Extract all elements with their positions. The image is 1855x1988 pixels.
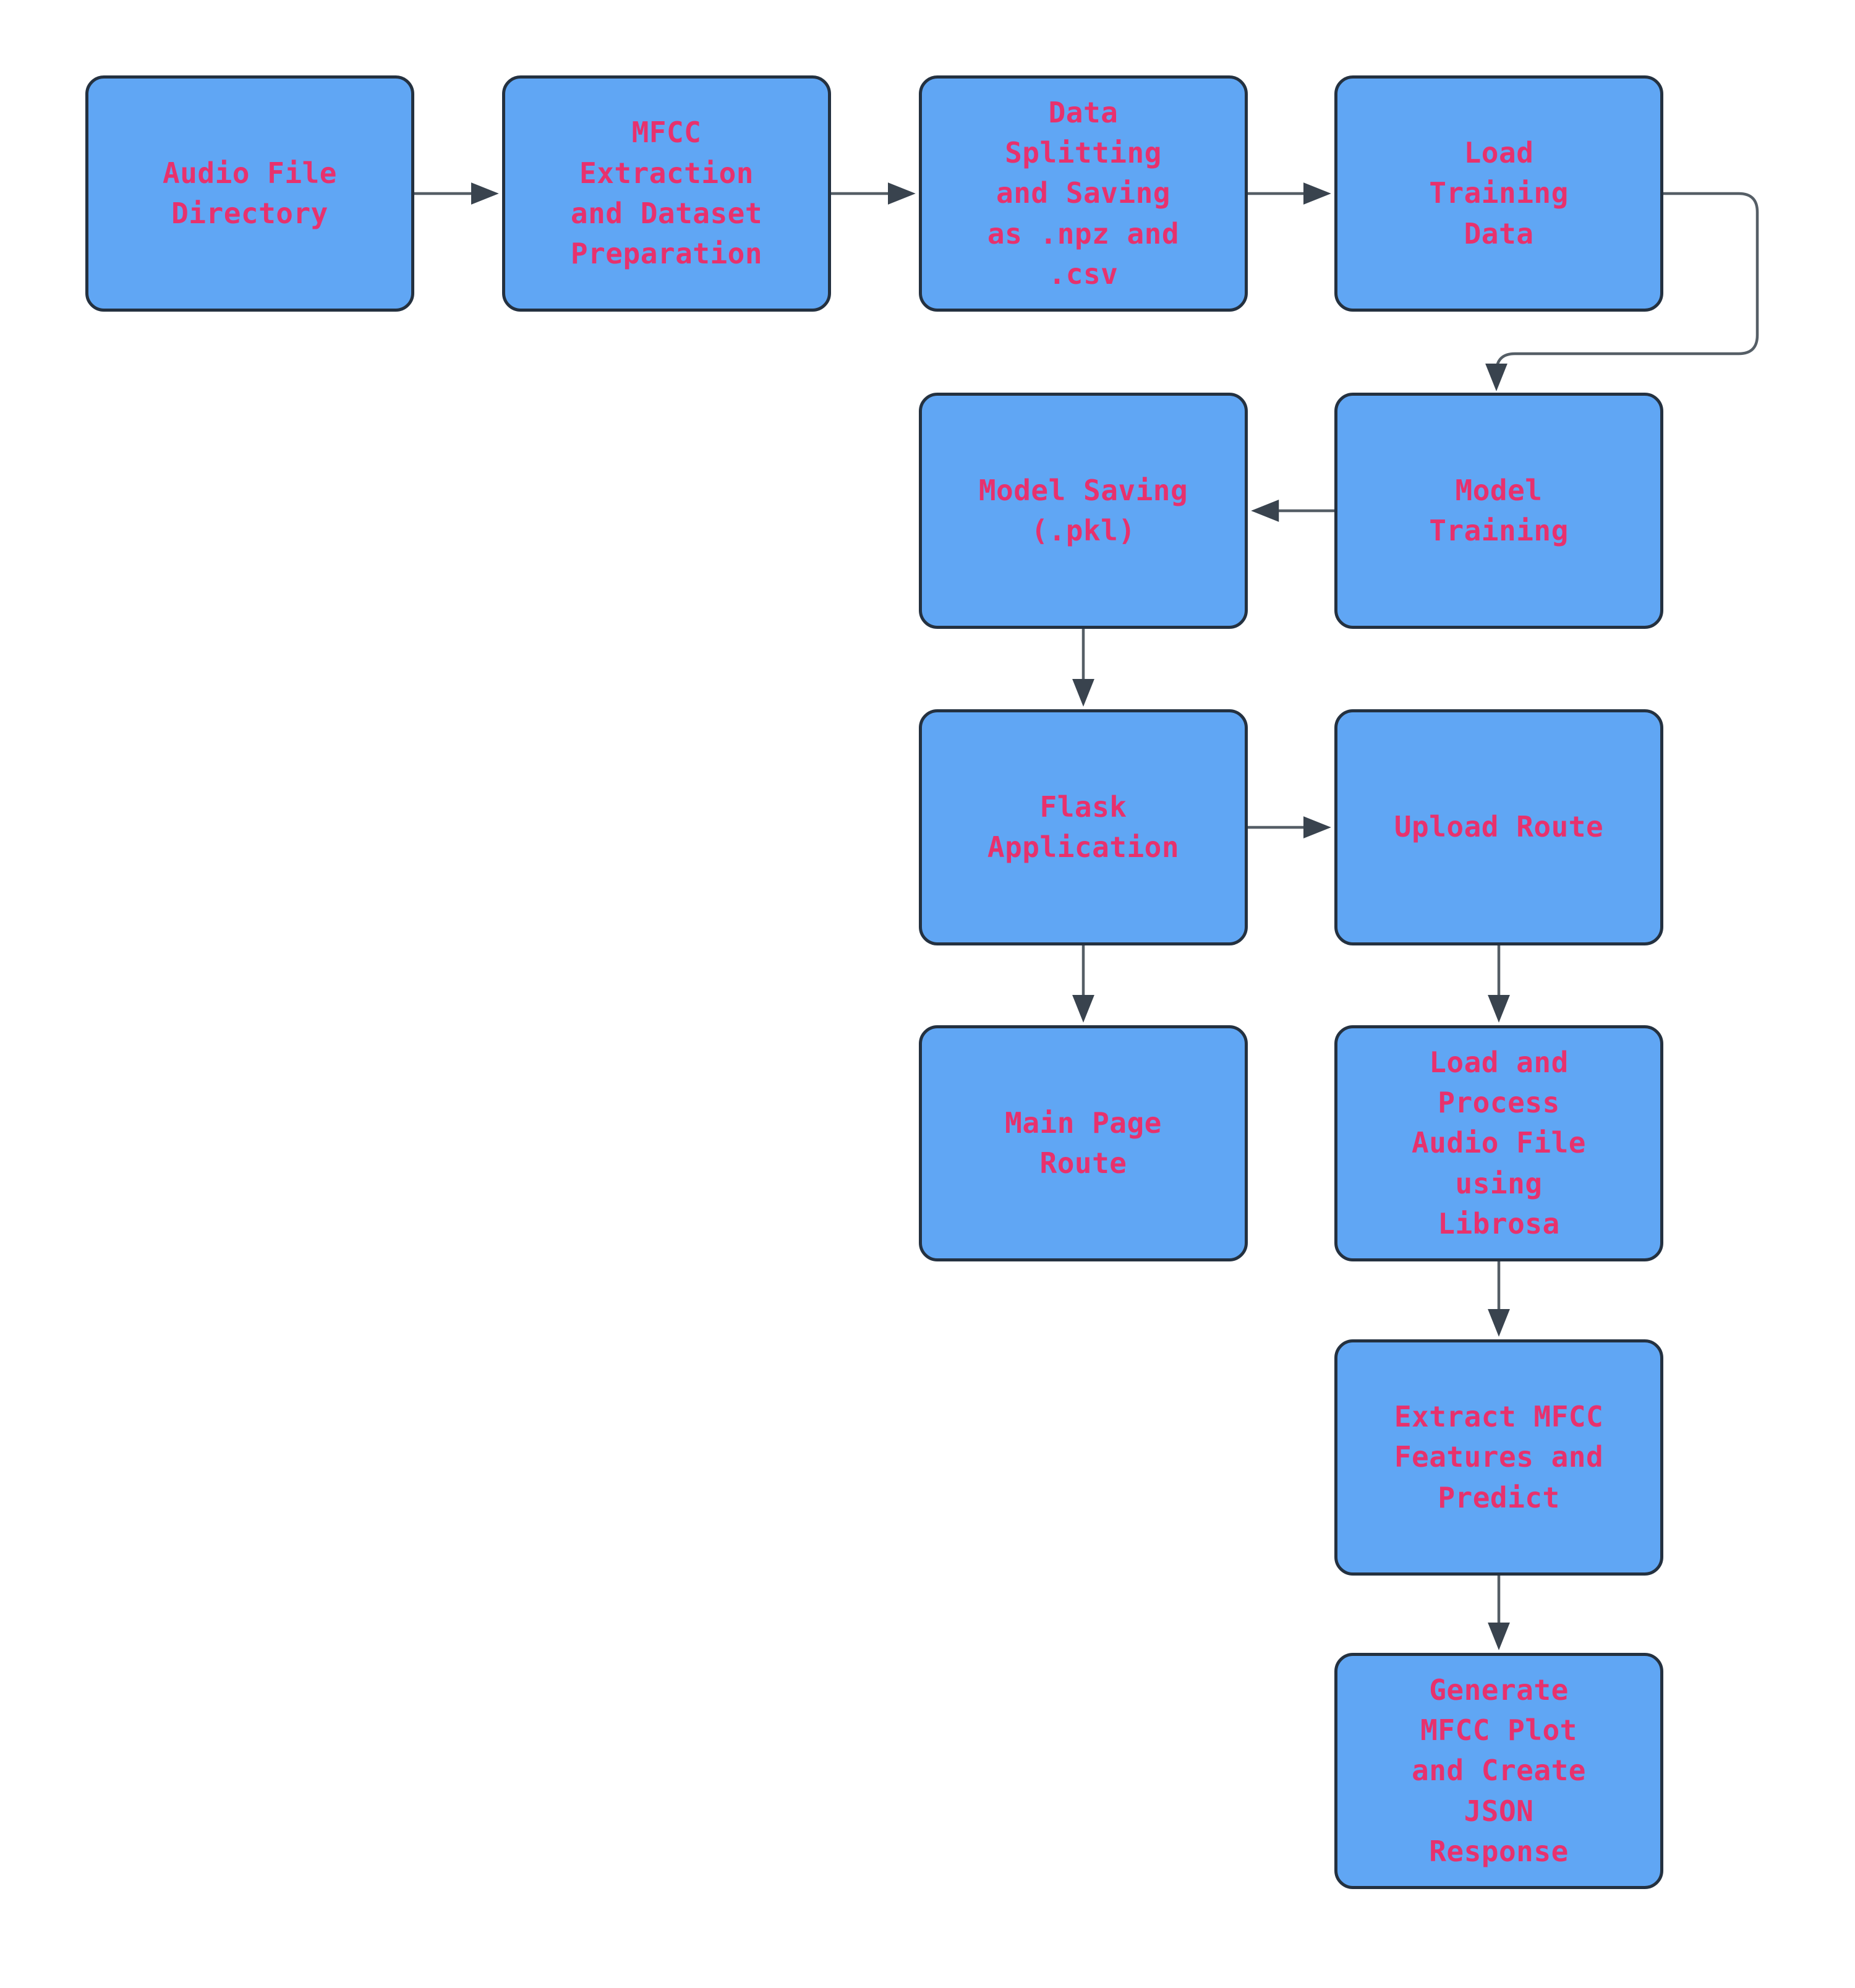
node-label: Generate MFCC Plot and Create JSON Respo… [1412,1673,1586,1868]
node-mfcc-extraction: MFCC Extraction and Dataset Preparation [502,75,831,312]
node-upload-route: Upload Route [1334,709,1663,945]
node-model-training: Model Training [1334,393,1663,629]
node-label: Flask Application [987,790,1180,864]
node-flask-application: Flask Application [919,709,1248,945]
node-extract-mfcc-predict: Extract MFCC Features and Predict [1334,1339,1663,1576]
node-generate-mfcc-json: Generate MFCC Plot and Create JSON Respo… [1334,1653,1663,1889]
node-label: Audio File Directory [163,156,337,230]
node-audio-file-directory: Audio File Directory [85,75,414,312]
node-label: Model Training [1429,473,1569,547]
node-main-page-route: Main Page Route [919,1025,1248,1261]
node-label: Extract MFCC Features and Predict [1394,1400,1604,1514]
node-label: Main Page Route [1005,1106,1162,1180]
node-label: MFCC Extraction and Dataset Preparation [570,116,763,271]
node-label: Data Splitting and Saving as .npz and .c… [987,95,1180,291]
node-load-training-data: Load Training Data [1334,75,1663,312]
node-load-process-audio: Load and Process Audio File using Libros… [1334,1025,1663,1261]
node-label: Model Saving (.pkl) [978,473,1188,547]
node-data-splitting: Data Splitting and Saving as .npz and .c… [919,75,1248,312]
node-label: Upload Route [1394,810,1604,844]
node-label: Load Training Data [1429,136,1569,250]
node-model-saving: Model Saving (.pkl) [919,393,1248,629]
node-label: Load and Process Audio File using Libros… [1412,1045,1586,1240]
